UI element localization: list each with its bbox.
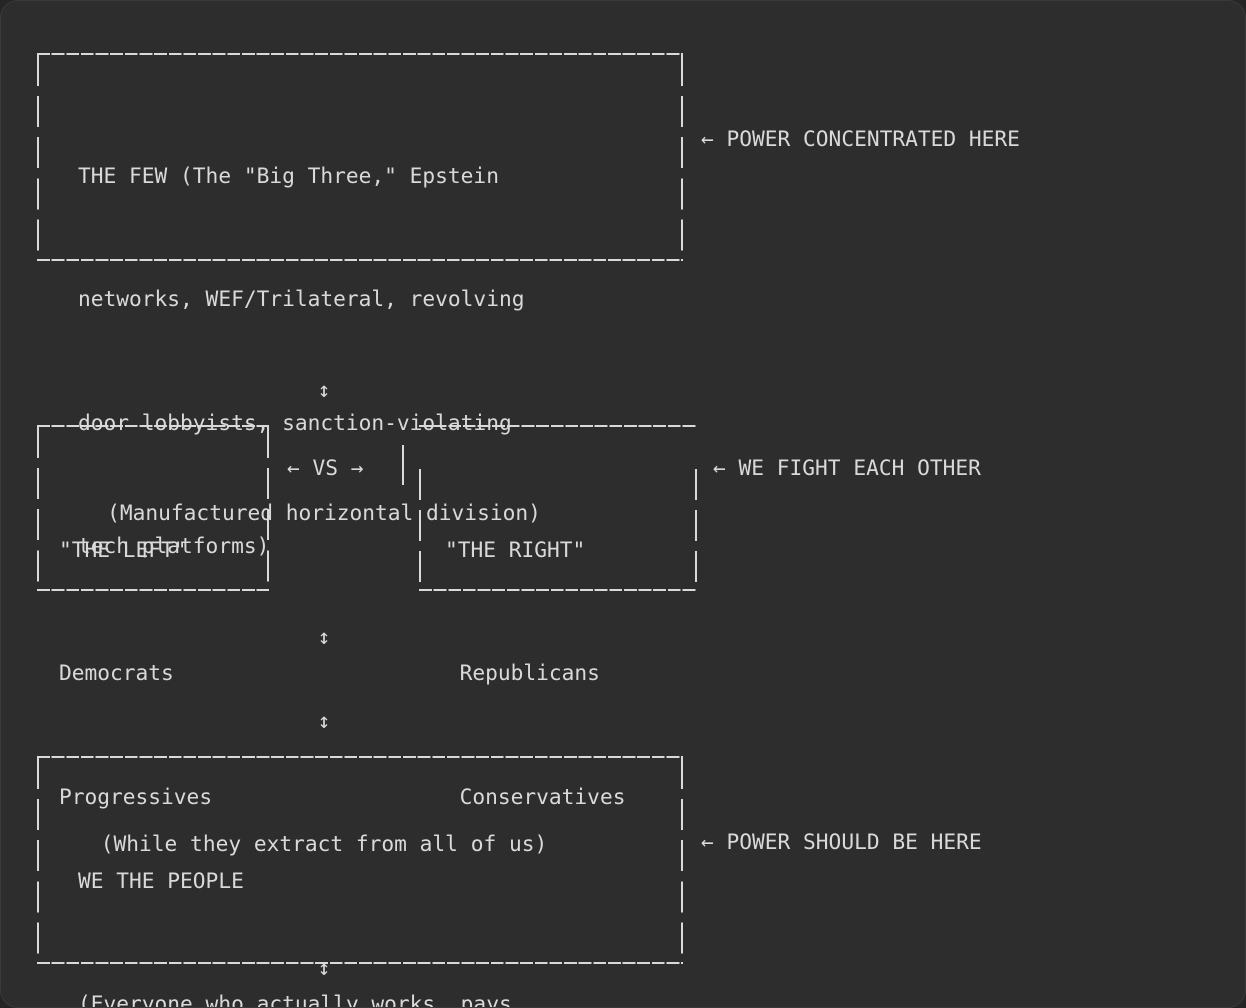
block-the-few-text: THE FEW (The "Big Three," Epstein networ…	[78, 73, 524, 648]
divider-pipe	[402, 445, 404, 485]
box-bottom-border	[37, 962, 683, 964]
arrow-updown-icon: ↕	[317, 623, 331, 649]
arrow-updown-icon: ↕	[317, 708, 331, 734]
text-line: tech platforms)	[78, 533, 270, 559]
text-line: WE THE PEOPLE	[78, 868, 244, 894]
arrow-updown-icon: ↕	[317, 954, 331, 980]
block-we-the-people-text: WE THE PEOPLE (Everyone who actually wor…	[78, 778, 512, 1008]
box-left-border	[37, 55, 39, 259]
block-the-left: "THE LEFT" Democrats Progressives	[37, 425, 269, 809]
block-the-right: "THE RIGHT" Republicans Conservatives	[419, 425, 697, 809]
versus-label: ← VS →	[287, 455, 364, 480]
box-right-border	[267, 427, 269, 589]
annotation-power-concentrated: ← POWER CONCENTRATED HERE	[701, 126, 1020, 151]
box-left-border	[37, 427, 39, 589]
box-bottom-border	[37, 589, 269, 591]
box-left-border	[37, 758, 39, 962]
block-the-left-text: "THE LEFT" Democrats Progressives	[59, 447, 212, 899]
box-left-border	[419, 469, 421, 589]
text-line: THE FEW (The "Big Three," Epstein	[78, 163, 499, 189]
block-we-the-people: WE THE PEOPLE (Everyone who actually wor…	[37, 756, 683, 1007]
box-bottom-border	[419, 589, 697, 591]
text-line: Democrats	[59, 660, 174, 686]
connector-caption: (While they extract from all of us)	[100, 831, 548, 857]
connector-divider-bottom: ↕ (While they extract from all of us) ↕	[37, 618, 683, 1007]
box-right-border	[681, 758, 683, 962]
box-top-border	[37, 53, 683, 55]
block-the-right-text: "THE RIGHT" Republicans Conservatives	[445, 447, 625, 899]
box-right-border	[681, 55, 683, 259]
box-top-border	[419, 425, 697, 427]
connector-caption: (Manufactured horizontal division)	[107, 500, 541, 526]
text-line: "THE LEFT"	[59, 537, 187, 563]
text-line: Progressives	[59, 783, 213, 809]
box-bottom-border	[37, 259, 683, 261]
arrow-updown-icon: ↕	[317, 377, 331, 403]
box-top-border	[37, 756, 683, 758]
text-line: Conservatives	[459, 783, 626, 809]
text-line: (Everyone who actually works, pays	[78, 991, 512, 1008]
text-line: Republicans	[459, 660, 600, 686]
connector-divider-top: ↕ (Manufactured horizontal division) ↕	[37, 287, 683, 739]
box-right-border	[695, 469, 697, 589]
text-line: networks, WEF/Trilateral, revolving	[78, 286, 525, 312]
text-line: door lobbyists, sanction-violating	[78, 409, 512, 435]
block-the-few: THE FEW (The "Big Three," Epstein networ…	[37, 53, 683, 558]
box-top-border	[37, 425, 269, 427]
text-line: "THE RIGHT"	[445, 537, 586, 563]
annotation-power-should-be-here: ← POWER SHOULD BE HERE	[701, 829, 982, 854]
annotation-we-fight-each-other: ← WE FIGHT EACH OTHER	[713, 455, 981, 480]
